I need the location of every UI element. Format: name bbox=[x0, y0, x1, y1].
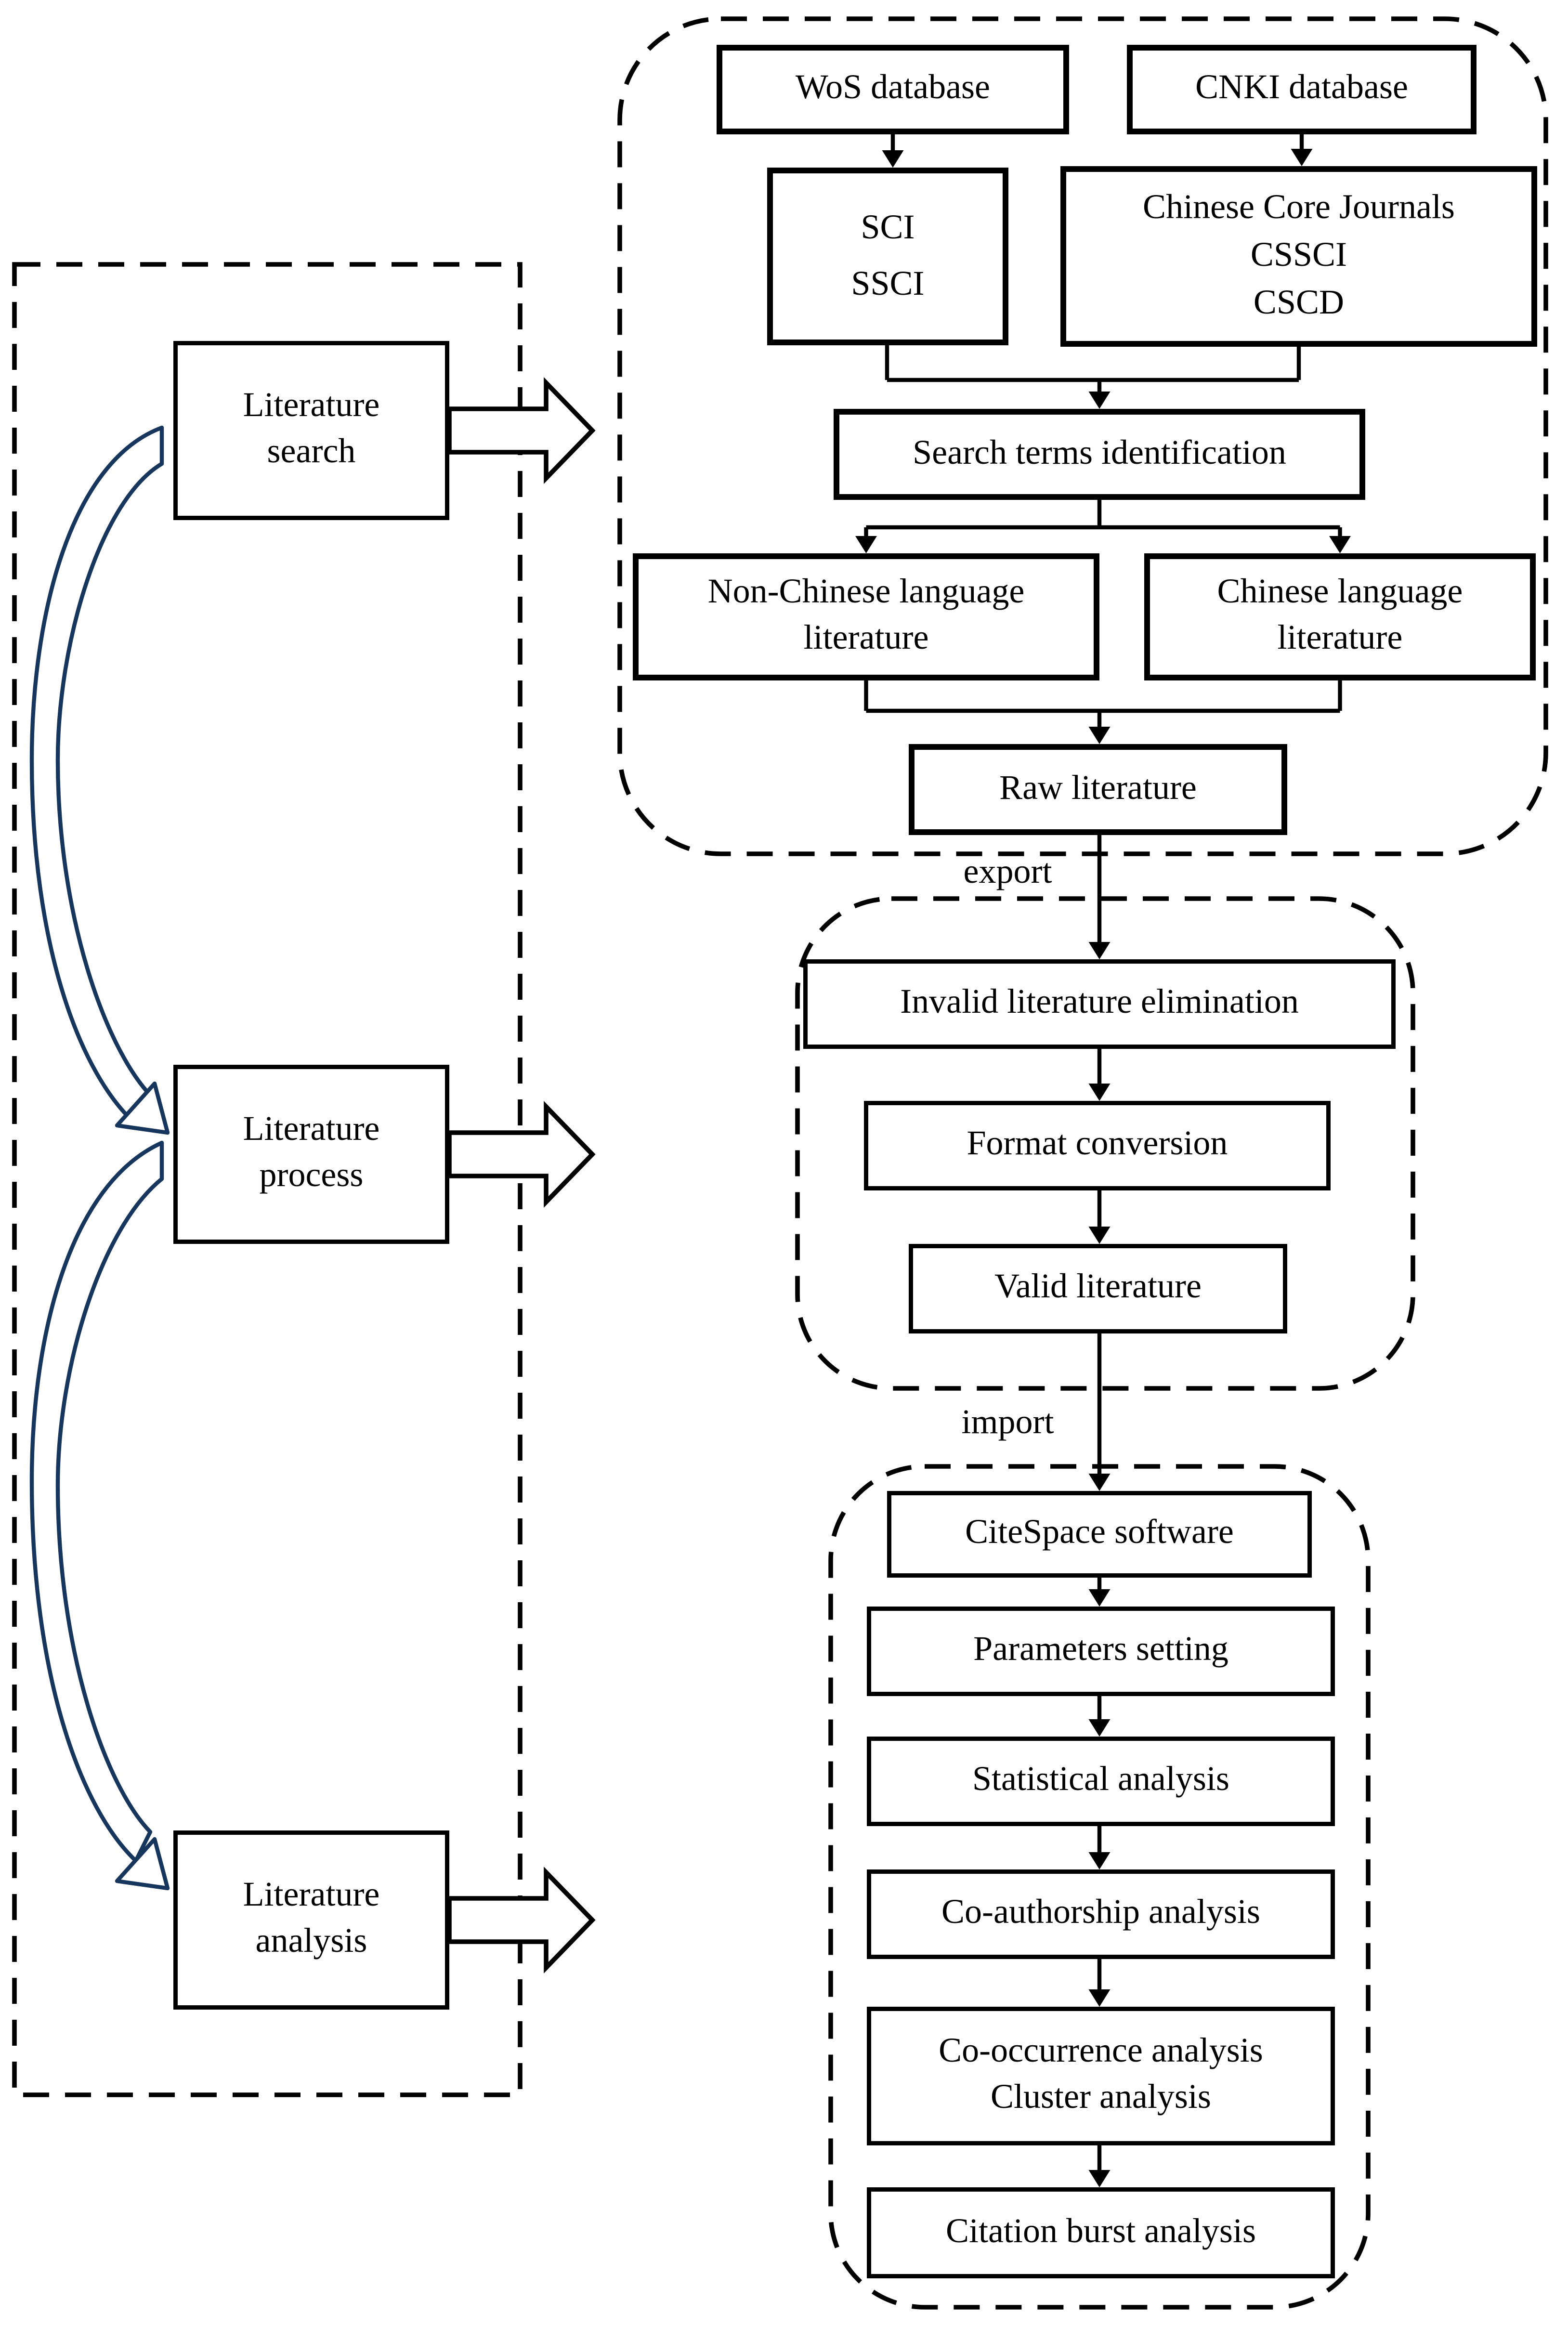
node-search-terms-identification: Search terms identification bbox=[834, 409, 1365, 500]
edge-label-export: export bbox=[963, 854, 1052, 891]
node-chinese-core-journals: Chinese Core Journals CSSCI CSCD bbox=[1060, 166, 1537, 347]
node-valid-literature: Valid literature bbox=[909, 1244, 1287, 1333]
block-arrow-process-icon bbox=[447, 1101, 596, 1208]
node-coauthorship-analysis: Co-authorship analysis bbox=[867, 1869, 1335, 1959]
stage-box-literature-search: Literature search bbox=[173, 341, 449, 520]
node-parameters-setting: Parameters setting bbox=[867, 1607, 1335, 1696]
dashed-container-literature-process bbox=[795, 896, 1415, 1391]
node-citation-burst-analysis: Citation burst analysis bbox=[867, 2187, 1335, 2278]
node-sci-ssci: SCI SSCI bbox=[767, 168, 1008, 345]
node-non-chinese-literature: Non-Chinese language literature bbox=[633, 553, 1099, 680]
node-chinese-literature: Chinese language literature bbox=[1144, 553, 1536, 680]
block-arrow-search-icon bbox=[447, 377, 596, 484]
block-arrow-analysis-icon bbox=[447, 1867, 596, 1973]
node-cooccurrence-cluster-analysis: Co-occurrence analysis Cluster analysis bbox=[867, 2007, 1335, 2145]
flow-connectors bbox=[855, 134, 1351, 2187]
node-format-conversion: Format conversion bbox=[864, 1101, 1331, 1190]
curved-arrow-process-to-analysis-icon bbox=[29, 1140, 170, 1891]
node-cnki-database: CNKI database bbox=[1127, 45, 1477, 134]
node-citespace-software: CiteSpace software bbox=[887, 1491, 1312, 1578]
stage-box-literature-analysis: Literature analysis bbox=[173, 1830, 449, 2010]
node-invalid-literature-elimination: Invalid literature elimination bbox=[803, 959, 1396, 1049]
curved-arrow-search-to-process-icon bbox=[29, 425, 170, 1135]
node-wos-database: WoS database bbox=[717, 45, 1069, 134]
node-statistical-analysis: Statistical analysis bbox=[867, 1737, 1335, 1826]
node-raw-literature: Raw literature bbox=[909, 744, 1287, 835]
stage-box-literature-process: Literature process bbox=[173, 1065, 449, 1244]
dashed-container-literature-search bbox=[617, 16, 1548, 856]
dashed-container-stage-panel bbox=[12, 262, 523, 2097]
edge-label-import: import bbox=[961, 1404, 1054, 1442]
